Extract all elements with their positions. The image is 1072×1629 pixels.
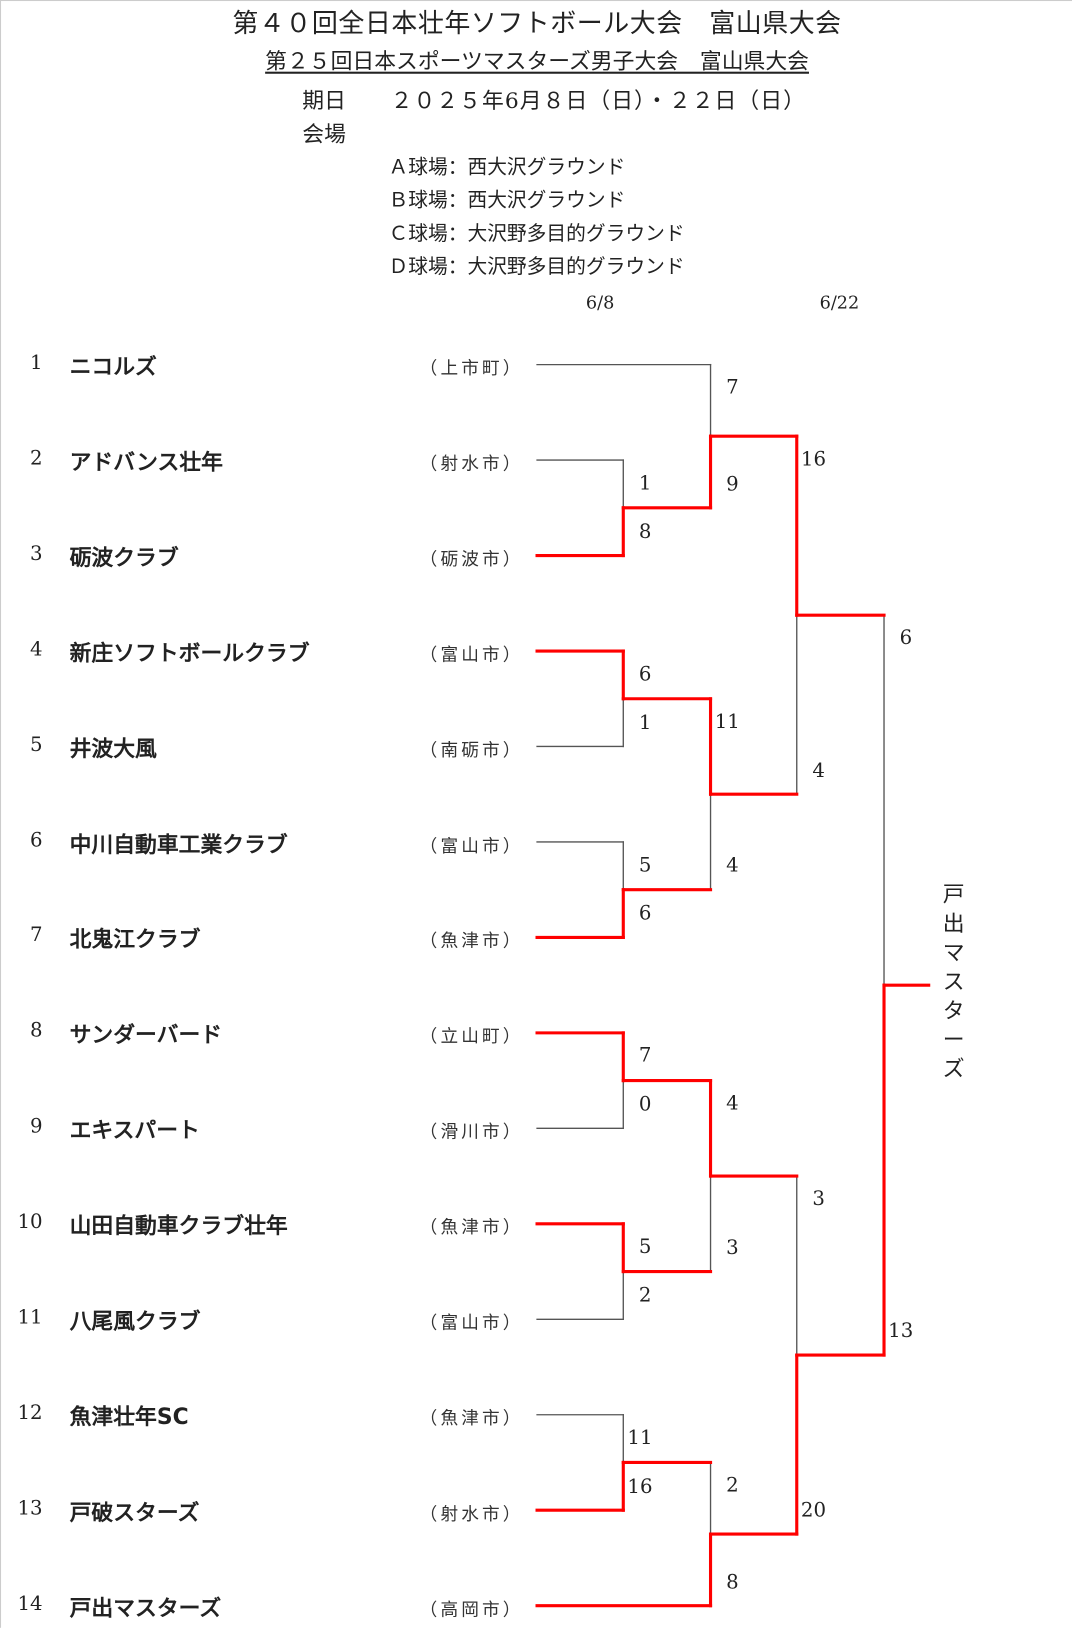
match-score: 7 xyxy=(726,376,739,399)
match-score: 9 xyxy=(726,472,739,496)
venue-label: 会場 xyxy=(302,121,346,147)
match-score: 3 xyxy=(726,1236,739,1260)
match-score: 16 xyxy=(627,1474,653,1498)
venue-b: Ｂ球場：西大沢グラウンド xyxy=(388,189,626,212)
match-score: 0 xyxy=(638,1093,652,1116)
team-name: 山田自動車クラブ壮年 xyxy=(69,1213,288,1239)
date-label: 期日 xyxy=(302,88,346,114)
team-city: （滑川市） xyxy=(419,1122,524,1143)
match-score: 6 xyxy=(638,902,652,925)
match-score: 11 xyxy=(714,710,740,734)
team-city: （砺波市） xyxy=(419,549,524,571)
venue-d: Ｄ球場：大沢野多目的グラウンド xyxy=(388,255,685,279)
team-city: （富山市） xyxy=(419,1313,524,1334)
team-number: 6 xyxy=(30,828,43,852)
match-score: 7 xyxy=(638,1044,652,1068)
team-number: 10 xyxy=(17,1210,43,1234)
team-city: （射水市） xyxy=(419,1503,524,1525)
team-number: 9 xyxy=(30,1114,43,1138)
match-score: 4 xyxy=(726,854,739,878)
team-name: ニコルズ xyxy=(69,354,157,380)
team-city: （魚津市） xyxy=(419,931,524,952)
match-score: 4 xyxy=(812,758,825,782)
match-score: 20 xyxy=(800,1498,827,1522)
team-city: （富山市） xyxy=(419,835,524,857)
team-city: （南砺市） xyxy=(419,740,524,762)
team-number: 5 xyxy=(30,732,43,756)
match-score: 8 xyxy=(638,520,652,544)
match-score: 4 xyxy=(726,1092,739,1115)
champion-name: 戸出マスターズ xyxy=(942,881,965,1082)
subtitle-text: 第２５回日本スポーツマスターズ男子大会 富山県大会 xyxy=(265,48,809,74)
team-name: アドバンス壮年 xyxy=(69,449,223,475)
team-name: 新庄ソフトボールクラブ xyxy=(69,640,310,666)
team-number: 3 xyxy=(30,542,43,565)
match-score: 6 xyxy=(638,662,652,686)
match-score: 1 xyxy=(638,711,652,735)
team-name: 戸破スターズ xyxy=(69,1499,200,1525)
team-name: 井波大風 xyxy=(69,736,157,762)
venue-a: Ａ球場：西大沢グラウンド xyxy=(388,155,626,179)
team-number: 11 xyxy=(17,1305,43,1329)
team-name: 中川自動車工業クラブ xyxy=(69,831,288,857)
match-score: 2 xyxy=(638,1283,652,1307)
date-value: ２０２５年6月８日（日）・２２日（日） xyxy=(390,88,806,114)
match-score: 5 xyxy=(638,1235,652,1259)
match-score: 13 xyxy=(888,1319,914,1343)
team-name: 戸出マスターズ xyxy=(69,1595,222,1621)
match-score: 16 xyxy=(800,447,827,471)
team-name: 北鬼江クラブ xyxy=(69,927,201,952)
team-city: （射水市） xyxy=(419,453,524,475)
round1-date: 6/8 xyxy=(585,292,615,314)
team-number: 4 xyxy=(30,637,43,661)
match-score: 6 xyxy=(899,626,913,650)
team-name: エキスパート xyxy=(69,1117,200,1143)
team-city: （魚津市） xyxy=(419,1408,524,1430)
team-number: 14 xyxy=(17,1592,43,1616)
team-name: 砺波クラブ xyxy=(69,545,179,571)
team-city: （上市町） xyxy=(419,358,524,380)
match-score: 8 xyxy=(726,1570,739,1594)
team-number: 8 xyxy=(30,1019,43,1043)
team-number: 1 xyxy=(30,351,43,374)
team-name: 八尾風クラブ xyxy=(69,1308,201,1334)
team-city: （富山市） xyxy=(419,644,524,666)
team-number: 13 xyxy=(17,1496,43,1520)
match-score: 5 xyxy=(638,853,652,877)
final-date: 6/22 xyxy=(819,292,860,314)
match-score: 1 xyxy=(638,471,652,495)
team-number: 12 xyxy=(17,1401,43,1425)
venue-c: Ｃ球場：大沢野多目的グラウンド xyxy=(388,222,685,246)
team-name: 魚津壮年SC xyxy=(69,1404,189,1430)
team-city: （立山町） xyxy=(419,1026,524,1048)
team-city: （高岡市） xyxy=(419,1599,524,1621)
match-score: 11 xyxy=(627,1426,653,1450)
page-title: 第４０回全日本壮年ソフトボール大会 富山県大会 xyxy=(232,8,842,39)
team-number: 7 xyxy=(30,923,43,947)
team-number: 2 xyxy=(30,446,43,470)
match-score: 3 xyxy=(812,1187,825,1211)
team-name: サンダーバード xyxy=(69,1022,223,1048)
page-subtitle: 第２５回日本スポーツマスターズ男子大会 富山県大会 xyxy=(1,45,1072,76)
match-score: 2 xyxy=(726,1473,739,1497)
team-city: （魚津市） xyxy=(419,1217,524,1239)
